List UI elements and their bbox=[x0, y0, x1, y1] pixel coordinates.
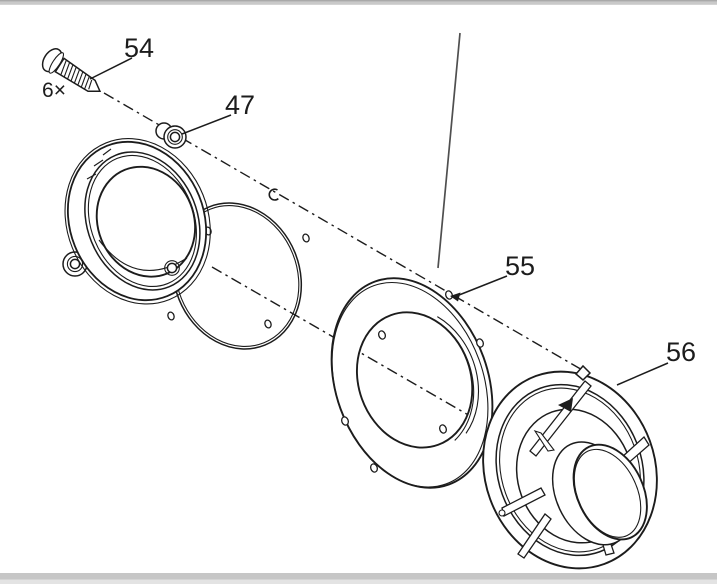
callout-label-47: 47 bbox=[225, 90, 255, 120]
lug-hole bbox=[69, 258, 81, 270]
bottom-bar bbox=[0, 573, 717, 584]
cone-contour-line bbox=[98, 239, 188, 271]
rim-notches bbox=[86, 148, 112, 180]
leader-line-47 bbox=[181, 114, 232, 135]
rib-pin bbox=[498, 509, 506, 517]
flange-hole bbox=[476, 338, 484, 348]
inner-lip-line bbox=[428, 316, 475, 441]
gasket-hole bbox=[302, 233, 310, 243]
callout-label-56: 56 bbox=[666, 337, 696, 367]
panel-reference-line bbox=[437, 32, 461, 269]
flange-hole bbox=[370, 463, 378, 473]
inner-lip-line bbox=[437, 316, 480, 434]
c-clip bbox=[268, 188, 279, 201]
flange-hole bbox=[439, 424, 447, 434]
lug-hole bbox=[166, 262, 178, 274]
leader-line-54 bbox=[89, 57, 133, 80]
magnet-dome bbox=[551, 441, 648, 546]
orientation-arrow-icon bbox=[558, 398, 573, 412]
callout-label-55: 55 bbox=[505, 251, 535, 281]
leader-arrowhead-55 bbox=[450, 292, 461, 302]
flange-hole bbox=[445, 290, 453, 300]
leader-line-55 bbox=[453, 275, 508, 298]
callout-label-54: 54 bbox=[124, 33, 154, 63]
rim-tab bbox=[574, 364, 592, 382]
quantity-label-6x: 6× bbox=[42, 79, 66, 102]
top-bar bbox=[0, 0, 717, 5]
screw-threads bbox=[60, 60, 93, 90]
leader-line-56 bbox=[616, 362, 669, 386]
flange-hole bbox=[378, 330, 386, 340]
adapter-ring-part-drawing bbox=[330, 277, 494, 489]
clip-blade bbox=[533, 429, 555, 452]
lug-hole bbox=[169, 131, 181, 143]
gasket-hole bbox=[167, 311, 175, 321]
flange-hole bbox=[341, 416, 349, 426]
gasket-hole bbox=[264, 319, 272, 329]
trim-ring-part-drawing bbox=[62, 122, 211, 305]
screw-part-drawing bbox=[41, 48, 102, 92]
housing-part-drawing bbox=[482, 364, 658, 570]
